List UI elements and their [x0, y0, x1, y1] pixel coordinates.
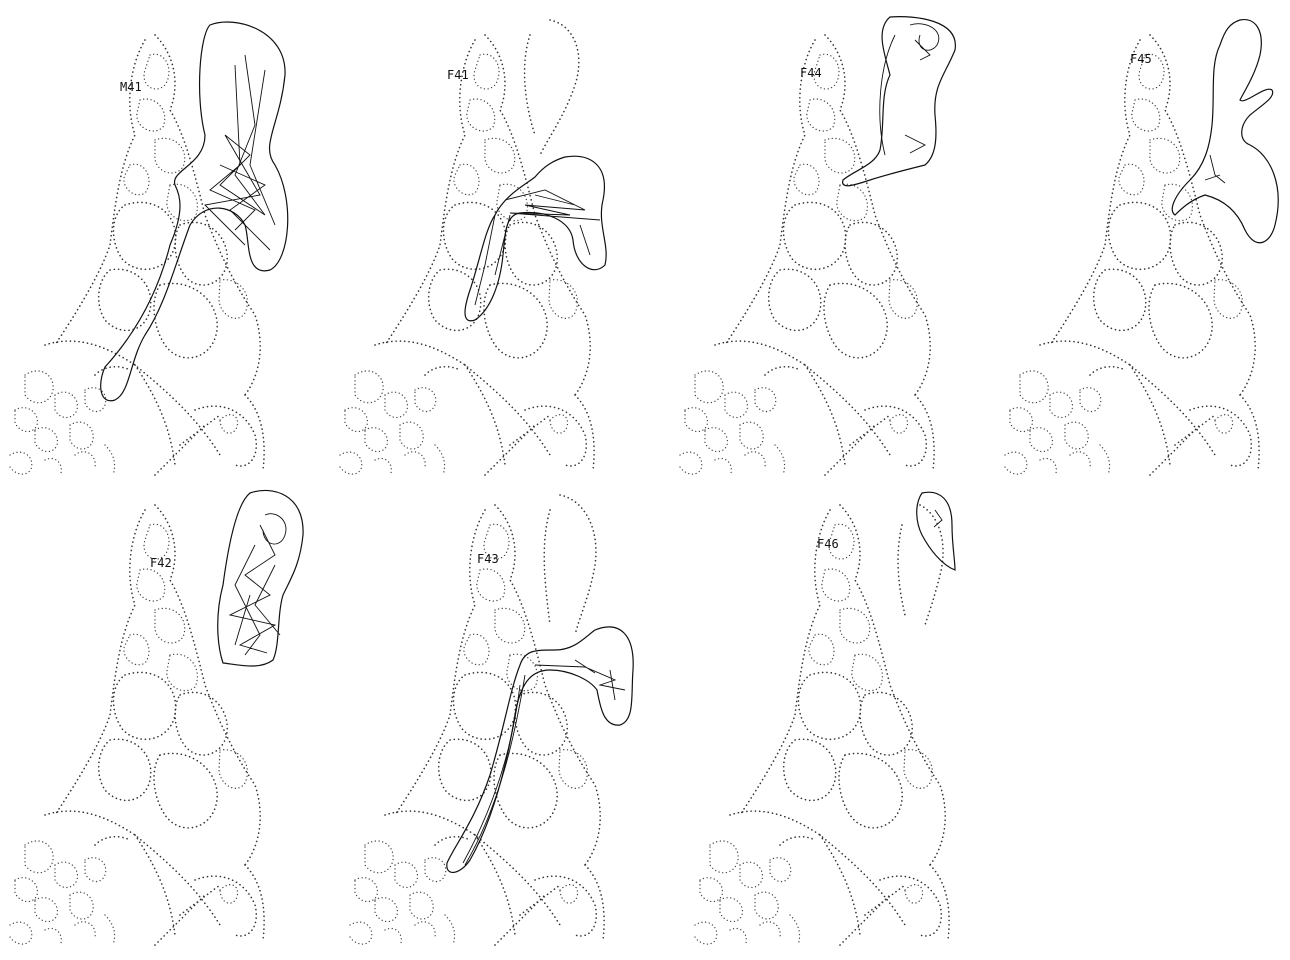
movement-tracks: [463, 660, 625, 865]
habitat-basemap: [10, 505, 264, 945]
panel-m41: M41: [10, 22, 288, 475]
panel-label: F44: [800, 66, 822, 80]
home-range-outline: [465, 156, 606, 321]
panel-label: F43: [477, 552, 499, 566]
panel-label: M41: [120, 80, 142, 94]
habitat-upper-cells: [525, 20, 579, 155]
home-range-outline: [1172, 20, 1278, 243]
panel-label: F42: [150, 556, 172, 570]
home-range-outline: [917, 492, 955, 570]
panel-f46: F46: [695, 492, 955, 945]
panel-f45: F45: [1005, 20, 1278, 475]
panel-label: F41: [447, 68, 469, 82]
panel-label: F45: [1130, 52, 1152, 66]
panel-f44: F44: [680, 17, 955, 475]
panel-label: F46: [817, 537, 839, 551]
habitat-basemap: [350, 505, 604, 945]
movement-tracks: [934, 510, 942, 527]
movement-tracks: [880, 24, 939, 155]
movement-tracks: [205, 55, 275, 250]
habitat-basemap: [695, 505, 949, 945]
panel-f43: F43: [350, 495, 633, 945]
habitat-basemap: [680, 35, 934, 475]
habitat-basemap: [340, 35, 594, 475]
habitat-upper-cells: [898, 505, 943, 625]
panel-f41: F41: [340, 20, 606, 475]
habitat-upper-cells: [544, 495, 596, 635]
habitat-basemap: [1005, 35, 1259, 475]
movement-tracks: [1205, 155, 1225, 183]
home-range-outline: [218, 490, 303, 666]
movement-tracks: [475, 190, 600, 305]
panel-f42: F42: [10, 490, 303, 945]
habitat-basemap: [10, 35, 264, 475]
